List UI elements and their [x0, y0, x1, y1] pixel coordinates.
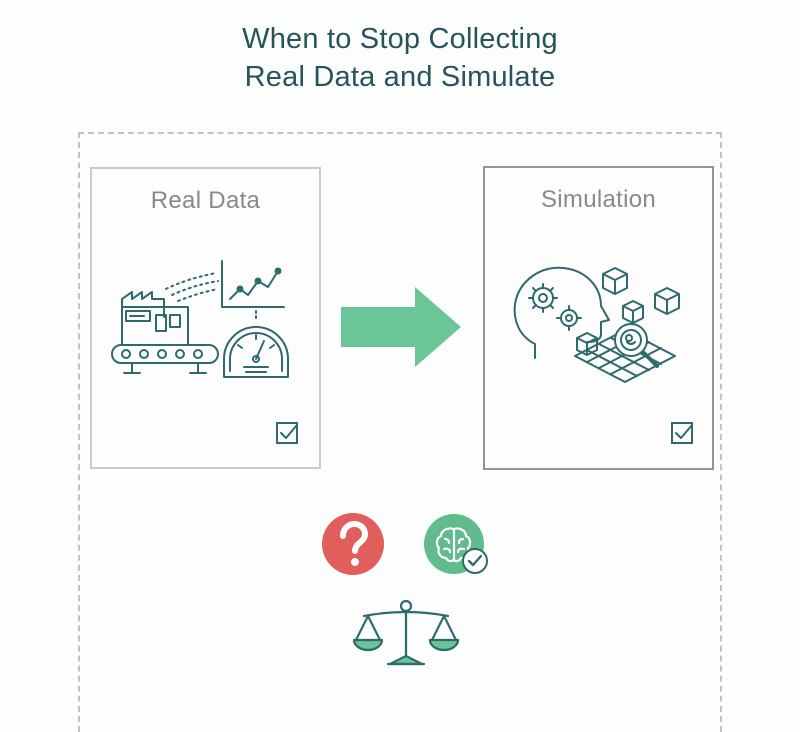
real-data-panel: Real Data	[90, 167, 321, 469]
factory-machine-icon	[111, 291, 219, 374]
gauge-icon	[223, 326, 289, 378]
brain-icon	[435, 527, 472, 563]
magnifier-icon	[614, 323, 659, 368]
trend-chart-icon	[221, 260, 285, 322]
data-stream-icon	[165, 272, 219, 302]
dashed-frame	[78, 132, 722, 732]
arrow-right-icon	[341, 287, 461, 367]
check-badge-icon	[462, 548, 488, 574]
simulation-label: Simulation	[540, 186, 657, 213]
question-icon	[322, 513, 384, 575]
balance-scale-icon	[352, 599, 460, 666]
checkbox-checked-icon	[276, 422, 298, 444]
simulation-panel: Simulation	[483, 166, 714, 470]
title-line-1: When to Stop Collecting	[242, 23, 558, 55]
title-line-2: Real Data and Simulate	[244, 61, 556, 93]
brain-check-icon	[424, 514, 488, 574]
simulation-illustration	[513, 266, 680, 383]
checkbox-checked-icon	[671, 422, 693, 444]
head-gears-icon	[513, 266, 610, 359]
real-data-illustration	[111, 260, 289, 378]
real-data-label: Real Data	[150, 187, 261, 214]
cubes-icon	[576, 267, 680, 356]
diagram-title: When to Stop Collecting Real Data and Si…	[0, 20, 800, 96]
